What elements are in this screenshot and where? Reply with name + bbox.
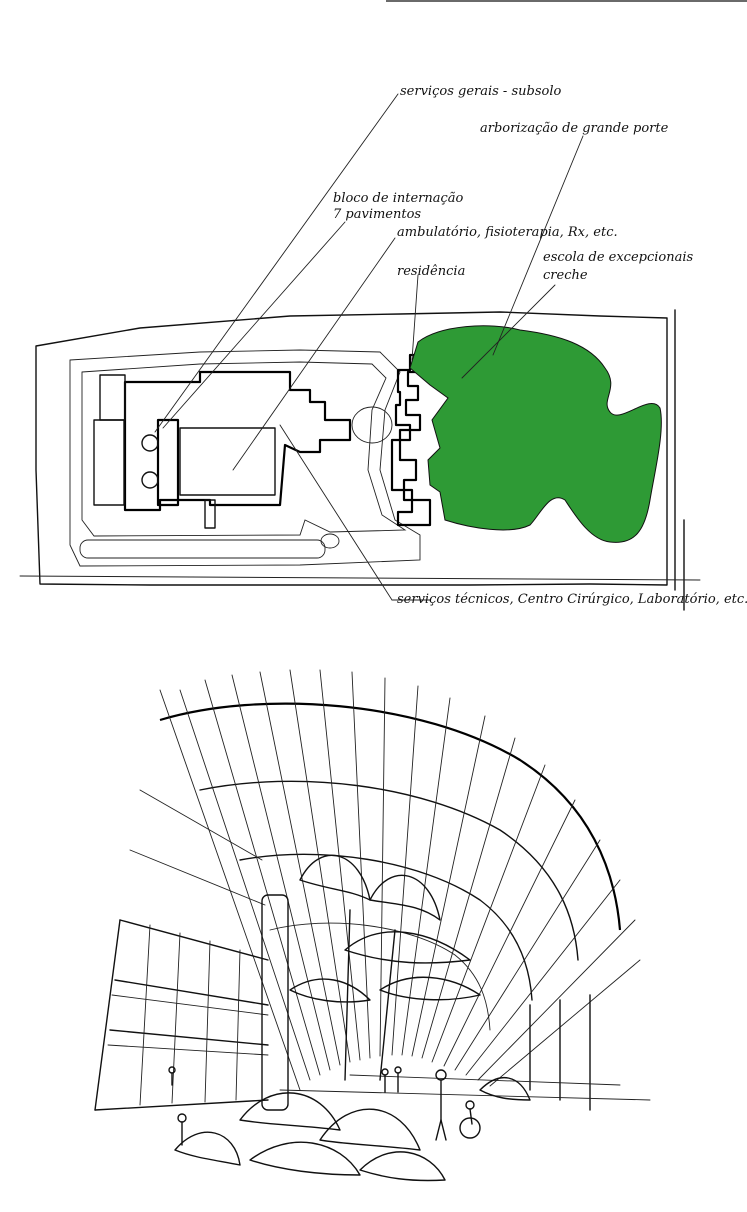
- plants: [175, 855, 530, 1180]
- label-ambulatorio: ambulatório, fisioterapia, Rx, etc.: [397, 225, 618, 240]
- floor-line: [280, 1090, 650, 1100]
- vault-arc-outer: [160, 704, 620, 930]
- building-ward-block: [158, 420, 178, 505]
- parking-strip: [80, 540, 325, 558]
- site-plan: serviços gerais - subsolo arborização de…: [20, 84, 747, 610]
- label-escola: escola de excepcionais: [543, 250, 694, 265]
- label-residencia: residência: [397, 264, 465, 279]
- internal-road-outer: [70, 350, 420, 566]
- atrium-perspective: [95, 670, 650, 1181]
- tree-area: [410, 326, 661, 543]
- label-servicos-tecnicos: serviços técnicos, Centro Cirúrgico, Lab…: [397, 592, 747, 607]
- label-creche: creche: [543, 268, 588, 283]
- building-annex: [94, 420, 124, 505]
- vault-ribs: [160, 670, 640, 1090]
- label-arborizacao: arborização de grande porte: [480, 121, 669, 136]
- floor-line-2: [350, 1075, 620, 1085]
- label-pavimentos: 7 pavimentos: [333, 207, 421, 222]
- turning-circle: [321, 534, 339, 548]
- building-annex-top: [100, 375, 125, 420]
- vault-arc-inner: [200, 781, 578, 960]
- label-servicos-gerais: serviços gerais - subsolo: [400, 84, 561, 99]
- building-outpatient: [180, 428, 275, 495]
- road-edge: [20, 576, 700, 580]
- round-tower-1: [142, 435, 158, 451]
- round-tower-2: [142, 472, 158, 488]
- right-columns: [530, 995, 590, 1110]
- left-building: [95, 790, 268, 1110]
- label-bloco-internacao: bloco de internação: [333, 191, 464, 206]
